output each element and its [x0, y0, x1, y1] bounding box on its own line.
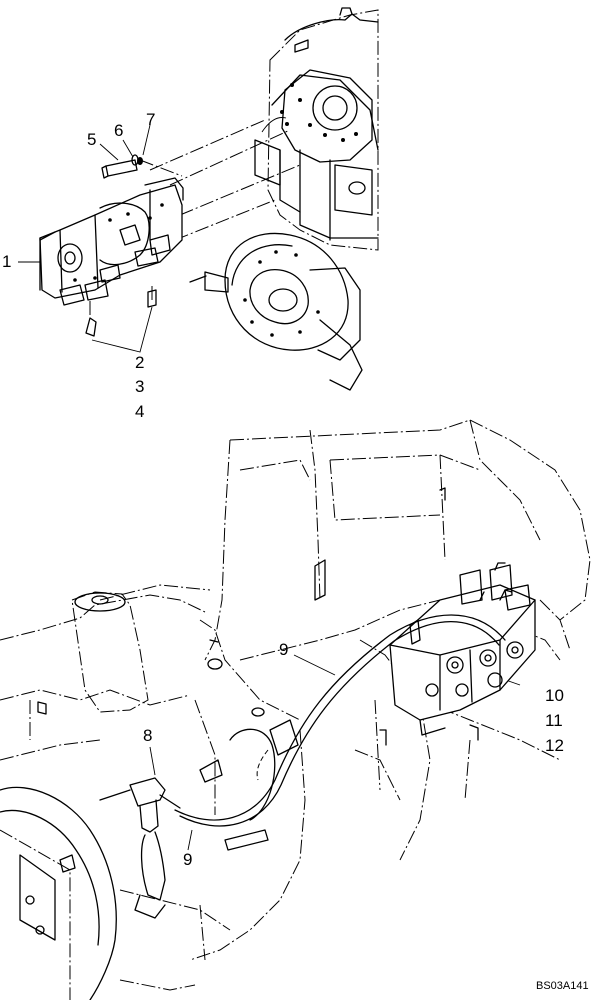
callout-1: 1: [2, 252, 12, 271]
callout-8: 8: [143, 726, 153, 745]
callout-12: 12: [545, 736, 564, 755]
pump-bolt-hardware: [85, 154, 157, 337]
callout-11: 11: [545, 711, 563, 730]
flywheel-plate: [189, 232, 363, 391]
callout-9-lower: 9: [183, 850, 193, 869]
drawing-reference-code: BS03A141: [536, 980, 589, 992]
callout-9-upper: 9: [279, 640, 289, 659]
control-valve: [389, 562, 536, 736]
alignment-lines: [89, 119, 301, 315]
callout-2: 2: [135, 353, 145, 372]
callout-6: 6: [114, 121, 124, 140]
callout-4: 4: [135, 402, 145, 421]
frame-details: [37, 639, 479, 746]
hydraulic-hose: [174, 614, 506, 851]
callout-5: 5: [87, 130, 97, 149]
transmission-case: [0, 786, 196, 1000]
pedal-bracket: [99, 728, 276, 919]
hydraulic-pump: [39, 177, 184, 306]
callout-10: 10: [545, 686, 564, 705]
transmission-housing: [254, 7, 379, 251]
chassis-frame: [0, 419, 591, 961]
callout-3: 3: [135, 377, 145, 396]
callout-7: 7: [146, 110, 156, 129]
chassis-post: [71, 487, 446, 717]
